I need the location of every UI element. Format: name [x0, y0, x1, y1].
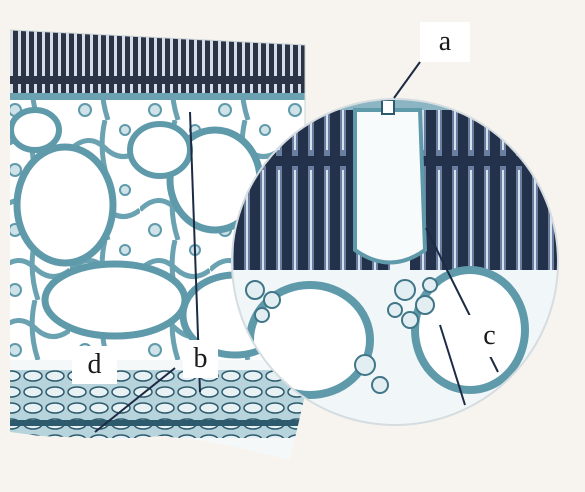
label-b: b: [183, 340, 218, 378]
palisade-layer: [0, 25, 320, 95]
label-c: c: [467, 315, 512, 357]
leader-line-a: [394, 62, 420, 98]
label-d: d: [72, 346, 117, 384]
substomatal-chamber: [355, 110, 425, 263]
label-a: a: [420, 22, 470, 62]
